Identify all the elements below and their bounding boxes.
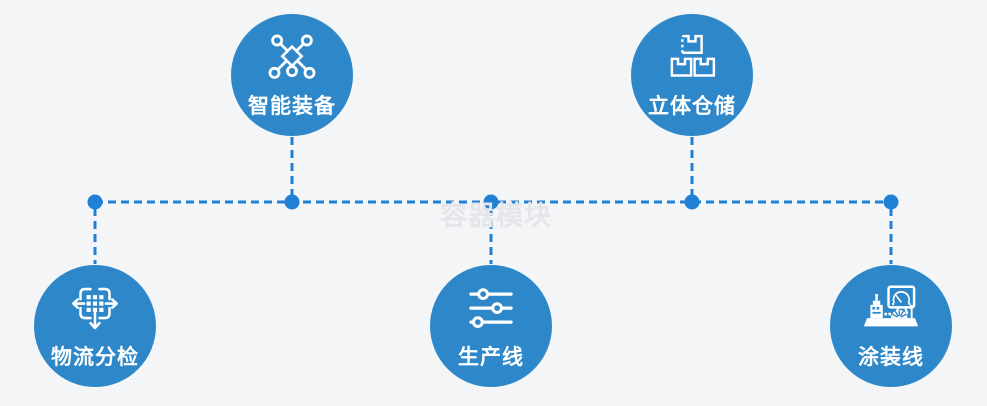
sliders-icon (463, 281, 519, 337)
junction-dot (483, 194, 499, 210)
node-logistics-sorting[interactable]: 物流分检 (34, 265, 156, 387)
node-coating-line[interactable]: 涂装线 (830, 265, 952, 387)
junction-dot (284, 194, 300, 210)
node-label: 涂装线 (858, 346, 924, 369)
junction-dot (684, 194, 700, 210)
node-production-line[interactable]: 生产线 (430, 265, 552, 387)
junction-dot (883, 194, 899, 210)
junction-dot (87, 194, 103, 210)
node-stereo-warehouse[interactable]: 立体仓储 (631, 14, 753, 136)
control-station-icon (858, 281, 924, 337)
node-smart-equipment[interactable]: 智能装备 (231, 14, 353, 136)
node-label: 智能装备 (248, 95, 336, 118)
watermark: 容器模块 (440, 201, 552, 231)
node-label: 立体仓储 (648, 95, 736, 118)
node-label: 物流分检 (51, 346, 139, 369)
network-molecule-icon (264, 30, 320, 86)
stacked-boxes-icon (664, 30, 720, 86)
distribute-arrows-icon (66, 281, 124, 337)
node-label: 生产线 (458, 346, 524, 369)
